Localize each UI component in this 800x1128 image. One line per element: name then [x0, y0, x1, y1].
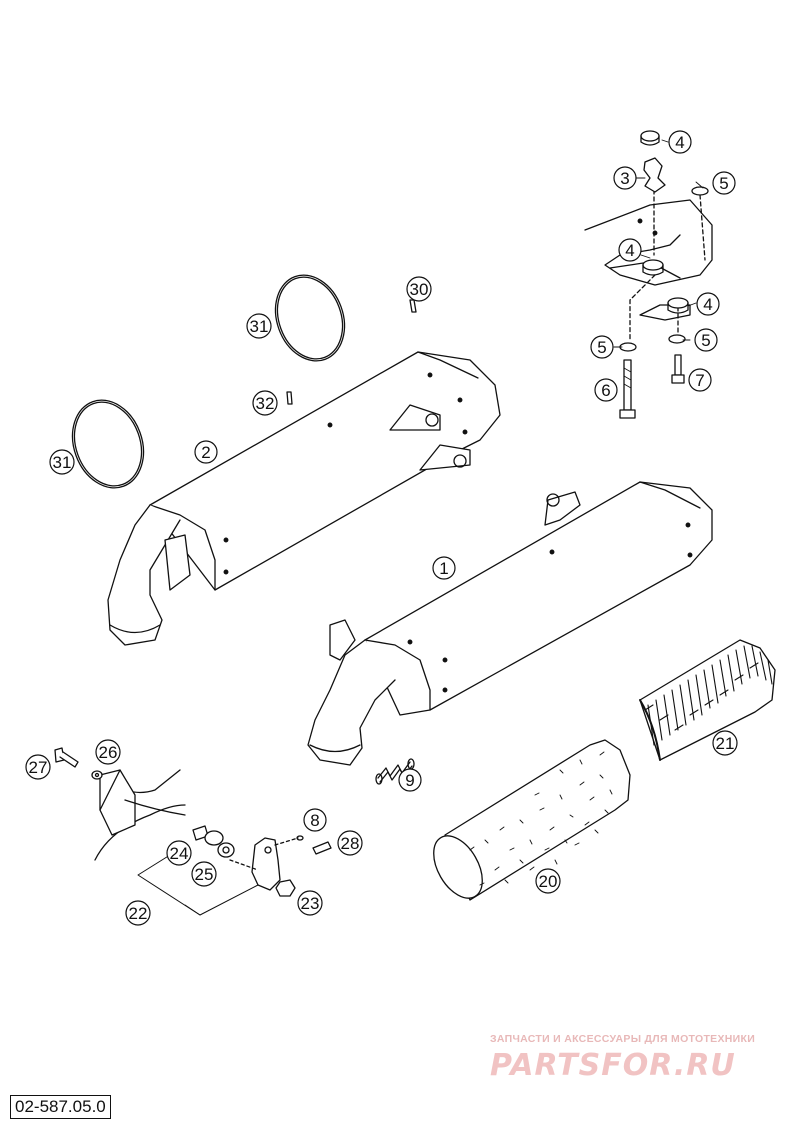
callout-25: 25 — [195, 865, 214, 884]
silencer-part-2 — [107, 351, 501, 646]
callout-31-a: 31 — [250, 317, 269, 336]
callout-8: 8 — [310, 811, 319, 830]
callout-31-b: 31 — [53, 453, 72, 472]
callout-22: 22 — [129, 904, 148, 923]
callout-labels: 1 2 3 4 4 4 5 5 5 8 6 7 9 20 21 22 23 24… — [29, 133, 735, 923]
callout-24: 24 — [170, 844, 189, 863]
foam-sleeve-part-20 — [433, 739, 631, 901]
callout-21: 21 — [716, 734, 735, 753]
callout-28: 28 — [341, 834, 360, 853]
callouts — [25, 130, 738, 926]
mounting-bracket — [584, 130, 713, 419]
watermark-tagline: ЗАПЧАСТИ И АКСЕССУАРЫ ДЛЯ МОТОТЕХНИКИ — [490, 1033, 756, 1045]
watermark-logo: PARTSFOR.RU — [490, 1048, 736, 1083]
callout-26: 26 — [99, 743, 118, 762]
callout-5-b: 5 — [597, 338, 606, 357]
callout-9: 9 — [405, 771, 414, 790]
silencer-part-1 — [307, 481, 713, 766]
callout-20: 20 — [539, 872, 558, 891]
callout-4-a: 4 — [675, 133, 684, 152]
callout-7: 7 — [695, 371, 704, 390]
callout-32: 32 — [256, 394, 275, 413]
callout-30: 30 — [410, 280, 429, 299]
callout-4-c: 4 — [703, 295, 712, 314]
seal-rings-31 — [71, 274, 346, 489]
callout-2: 2 — [201, 443, 210, 462]
callout-1: 1 — [439, 559, 448, 578]
callout-5-a: 5 — [719, 174, 728, 193]
packing-part-21 — [639, 639, 776, 761]
callout-5-c: 5 — [701, 331, 710, 350]
clamp-assembly — [54, 747, 332, 916]
callout-27: 27 — [29, 758, 48, 777]
callout-23: 23 — [301, 894, 320, 913]
callout-3: 3 — [620, 169, 629, 188]
callout-6: 6 — [601, 381, 610, 400]
callout-4-b: 4 — [625, 241, 634, 260]
diagram-code: 02-587.05.0 — [10, 1095, 111, 1119]
